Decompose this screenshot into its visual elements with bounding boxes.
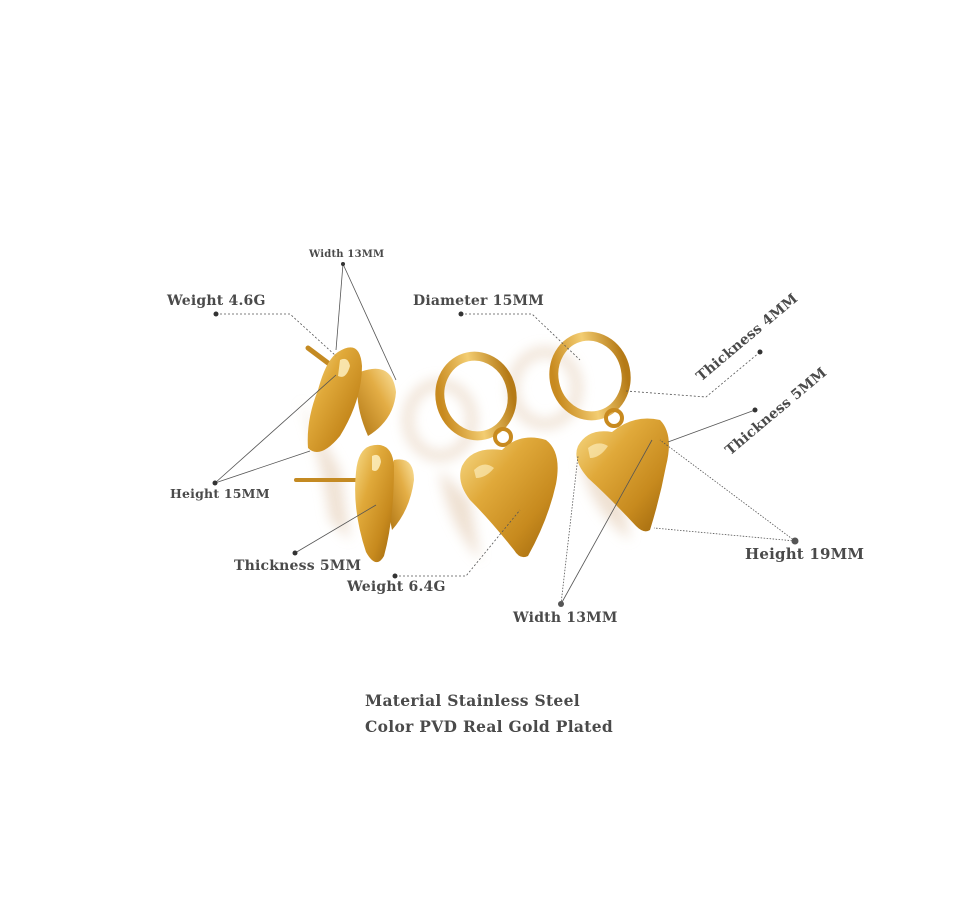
leader-dots	[212, 262, 799, 607]
stud-earring-top	[305, 345, 396, 452]
hoop-diameter-label: Diameter 15MM	[413, 293, 544, 309]
specs-block: Material Stainless Steel Color PVD Real …	[365, 688, 613, 740]
stud-thickness-label: Thickness 5MM	[234, 558, 362, 574]
stud-weight-label: Weight 4.6G	[167, 293, 266, 309]
hoop-earring-left	[435, 351, 558, 558]
stud-height-label: Height 15MM	[170, 486, 270, 501]
hoop-height-label: Height 19MM	[745, 545, 865, 563]
hoop-weight-label: Weight 6.4G	[347, 579, 446, 595]
leader-lines	[214, 263, 796, 605]
stud-earring-bottom	[294, 444, 414, 563]
hoop-width-label: Width 13MM	[513, 610, 618, 626]
hoop-earring-right	[549, 331, 669, 532]
stud-width-label: Width 13MM	[309, 249, 385, 260]
color-spec: Color PVD Real Gold Plated	[365, 717, 613, 736]
material-spec: Material Stainless Steel	[365, 691, 580, 710]
